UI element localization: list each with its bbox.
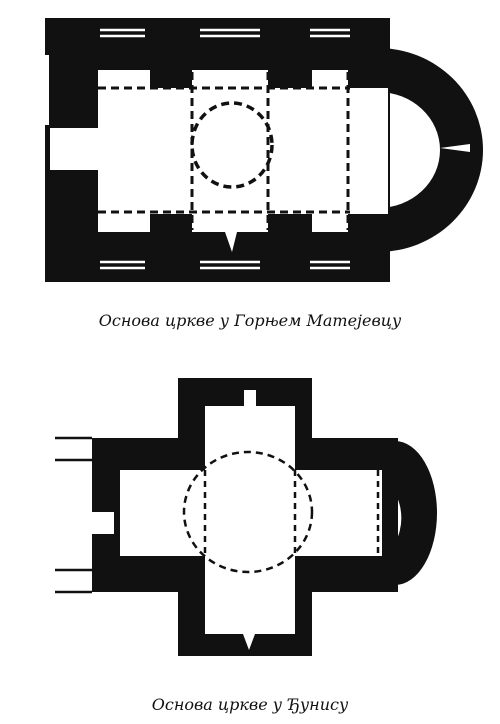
south-window-wedge xyxy=(225,232,237,252)
bay-bottom-center xyxy=(192,212,268,232)
south-windows xyxy=(100,260,350,270)
west-door xyxy=(50,128,100,170)
vault-lines xyxy=(203,470,380,556)
apse-window-wedge xyxy=(440,144,470,152)
dome-outline xyxy=(182,450,314,574)
bay-top-center xyxy=(192,70,268,90)
cross-arm-interior xyxy=(205,406,295,634)
west-door xyxy=(92,512,114,534)
caption-djunis: Основа цркве у Ђунису xyxy=(151,695,349,714)
vault-lines xyxy=(98,72,350,230)
church-plan-djunis xyxy=(55,378,437,656)
nave-interior xyxy=(98,88,388,214)
apse-wall xyxy=(395,441,437,585)
caption-gornji-matejevac: Основа цркве у Горњем Матејевцу xyxy=(98,311,402,330)
west-window-slit xyxy=(45,55,49,125)
narthex-lines xyxy=(55,436,92,594)
bay-top-left xyxy=(98,70,150,90)
bay-bottom-right xyxy=(312,212,348,232)
bay-bottom-left xyxy=(98,212,150,232)
south-window-wedge xyxy=(243,634,255,650)
apse-interior xyxy=(378,92,440,208)
north-windows xyxy=(100,28,350,38)
dome-outline xyxy=(190,101,274,189)
bay-top-right xyxy=(312,70,348,90)
north-window xyxy=(244,390,256,406)
church-plan-gornji-matejevac xyxy=(45,18,483,282)
